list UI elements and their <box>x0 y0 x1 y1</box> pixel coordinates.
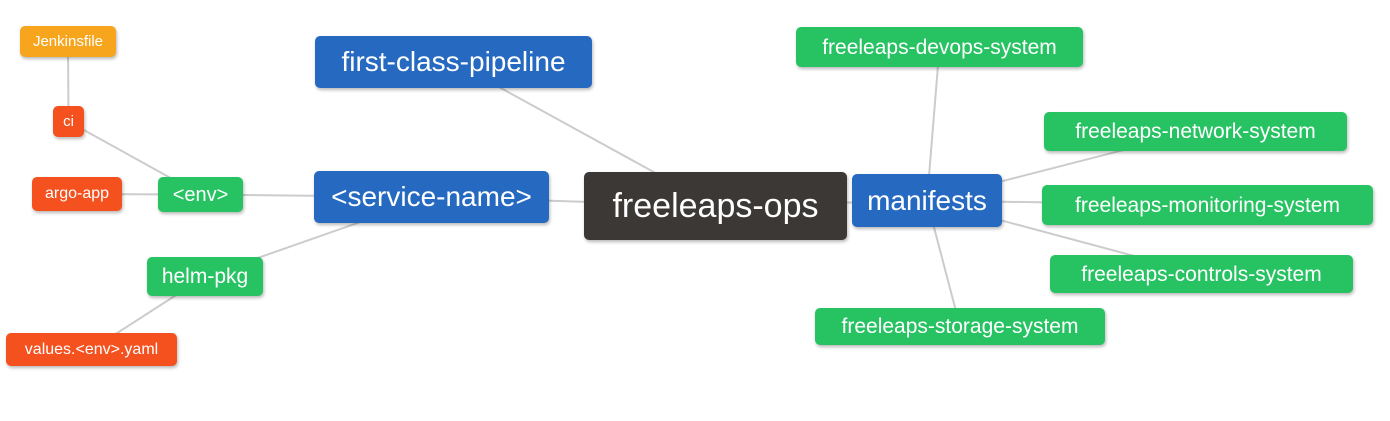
node-label: freeleaps-devops-system <box>822 35 1057 59</box>
node-label: <env> <box>172 183 229 206</box>
node-controls-system[interactable]: freeleaps-controls-system <box>1050 255 1353 293</box>
node-first-class-pipeline[interactable]: first-class-pipeline <box>315 36 592 88</box>
node-label: <service-name> <box>331 181 532 212</box>
node-argo-app[interactable]: argo-app <box>32 177 122 211</box>
node-monitoring-system[interactable]: freeleaps-monitoring-system <box>1042 185 1373 225</box>
node-values-env-yaml[interactable]: values.<env>.yaml <box>6 333 177 366</box>
node-network-system[interactable]: freeleaps-network-system <box>1044 112 1347 151</box>
node-ci[interactable]: ci <box>53 106 84 137</box>
node-label: values.<env>.yaml <box>24 340 159 358</box>
node-helm-pkg[interactable]: helm-pkg <box>147 257 263 296</box>
node-storage-system[interactable]: freeleaps-storage-system <box>815 308 1105 345</box>
node-manifests[interactable]: manifests <box>852 174 1002 227</box>
node-label: helm-pkg <box>161 265 249 288</box>
node-label: freeleaps-ops <box>612 187 819 225</box>
node-devops-system[interactable]: freeleaps-devops-system <box>796 27 1083 67</box>
node-env[interactable]: <env> <box>158 177 243 212</box>
node-label: Jenkinsfile <box>32 33 104 50</box>
node-label: freeleaps-monitoring-system <box>1075 193 1340 217</box>
node-service-name[interactable]: <service-name> <box>314 171 549 223</box>
node-label: freeleaps-storage-system <box>841 315 1079 338</box>
node-freeleaps-ops[interactable]: freeleaps-ops <box>584 172 847 240</box>
node-label: ci <box>63 113 74 130</box>
node-label: manifests <box>867 184 987 216</box>
node-label: freeleaps-controls-system <box>1081 262 1322 286</box>
node-label: argo-app <box>44 185 110 202</box>
node-label: freeleaps-network-system <box>1075 120 1316 143</box>
node-jenkinsfile[interactable]: Jenkinsfile <box>20 26 116 57</box>
node-label: first-class-pipeline <box>341 46 566 77</box>
